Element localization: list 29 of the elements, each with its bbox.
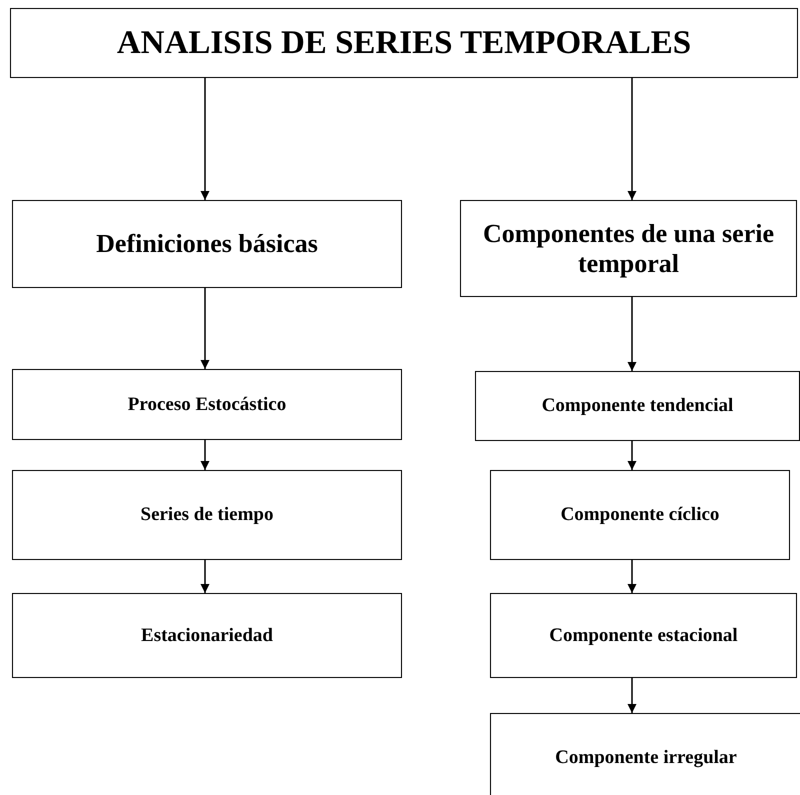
process-box — [12, 593, 402, 678]
title-box — [10, 8, 798, 78]
process-box — [12, 470, 402, 560]
arrow — [200, 560, 210, 593]
node-label: Componente cíclico — [560, 504, 720, 526]
node-label: Series de tiempo — [140, 504, 274, 526]
arrow — [628, 560, 636, 593]
node-label: Proceso Estocástico — [128, 394, 286, 416]
process-box — [12, 200, 402, 288]
arrow — [200, 440, 210, 470]
process-box — [12, 369, 402, 440]
node-label: Definiciones básicas — [96, 229, 318, 259]
node-label: Componentes de una serie temporal — [482, 218, 776, 278]
process-box — [460, 200, 797, 297]
arrow — [200, 78, 210, 200]
node-label: Estacionariedad — [141, 624, 273, 646]
arrow — [628, 678, 636, 713]
arrow — [628, 441, 636, 470]
node-label: Componente irregular — [555, 747, 737, 769]
node-label: Componente estacional — [549, 624, 738, 646]
process-box — [475, 371, 800, 441]
process-box — [490, 593, 797, 678]
arrow — [628, 297, 636, 371]
node-label: Componente tendencial — [542, 395, 734, 417]
process-box — [490, 470, 790, 560]
process-box — [490, 713, 800, 795]
arrow — [200, 288, 210, 369]
node-label: ANALISIS DE SERIES TEMPORALES — [116, 24, 692, 62]
arrow — [628, 78, 636, 200]
